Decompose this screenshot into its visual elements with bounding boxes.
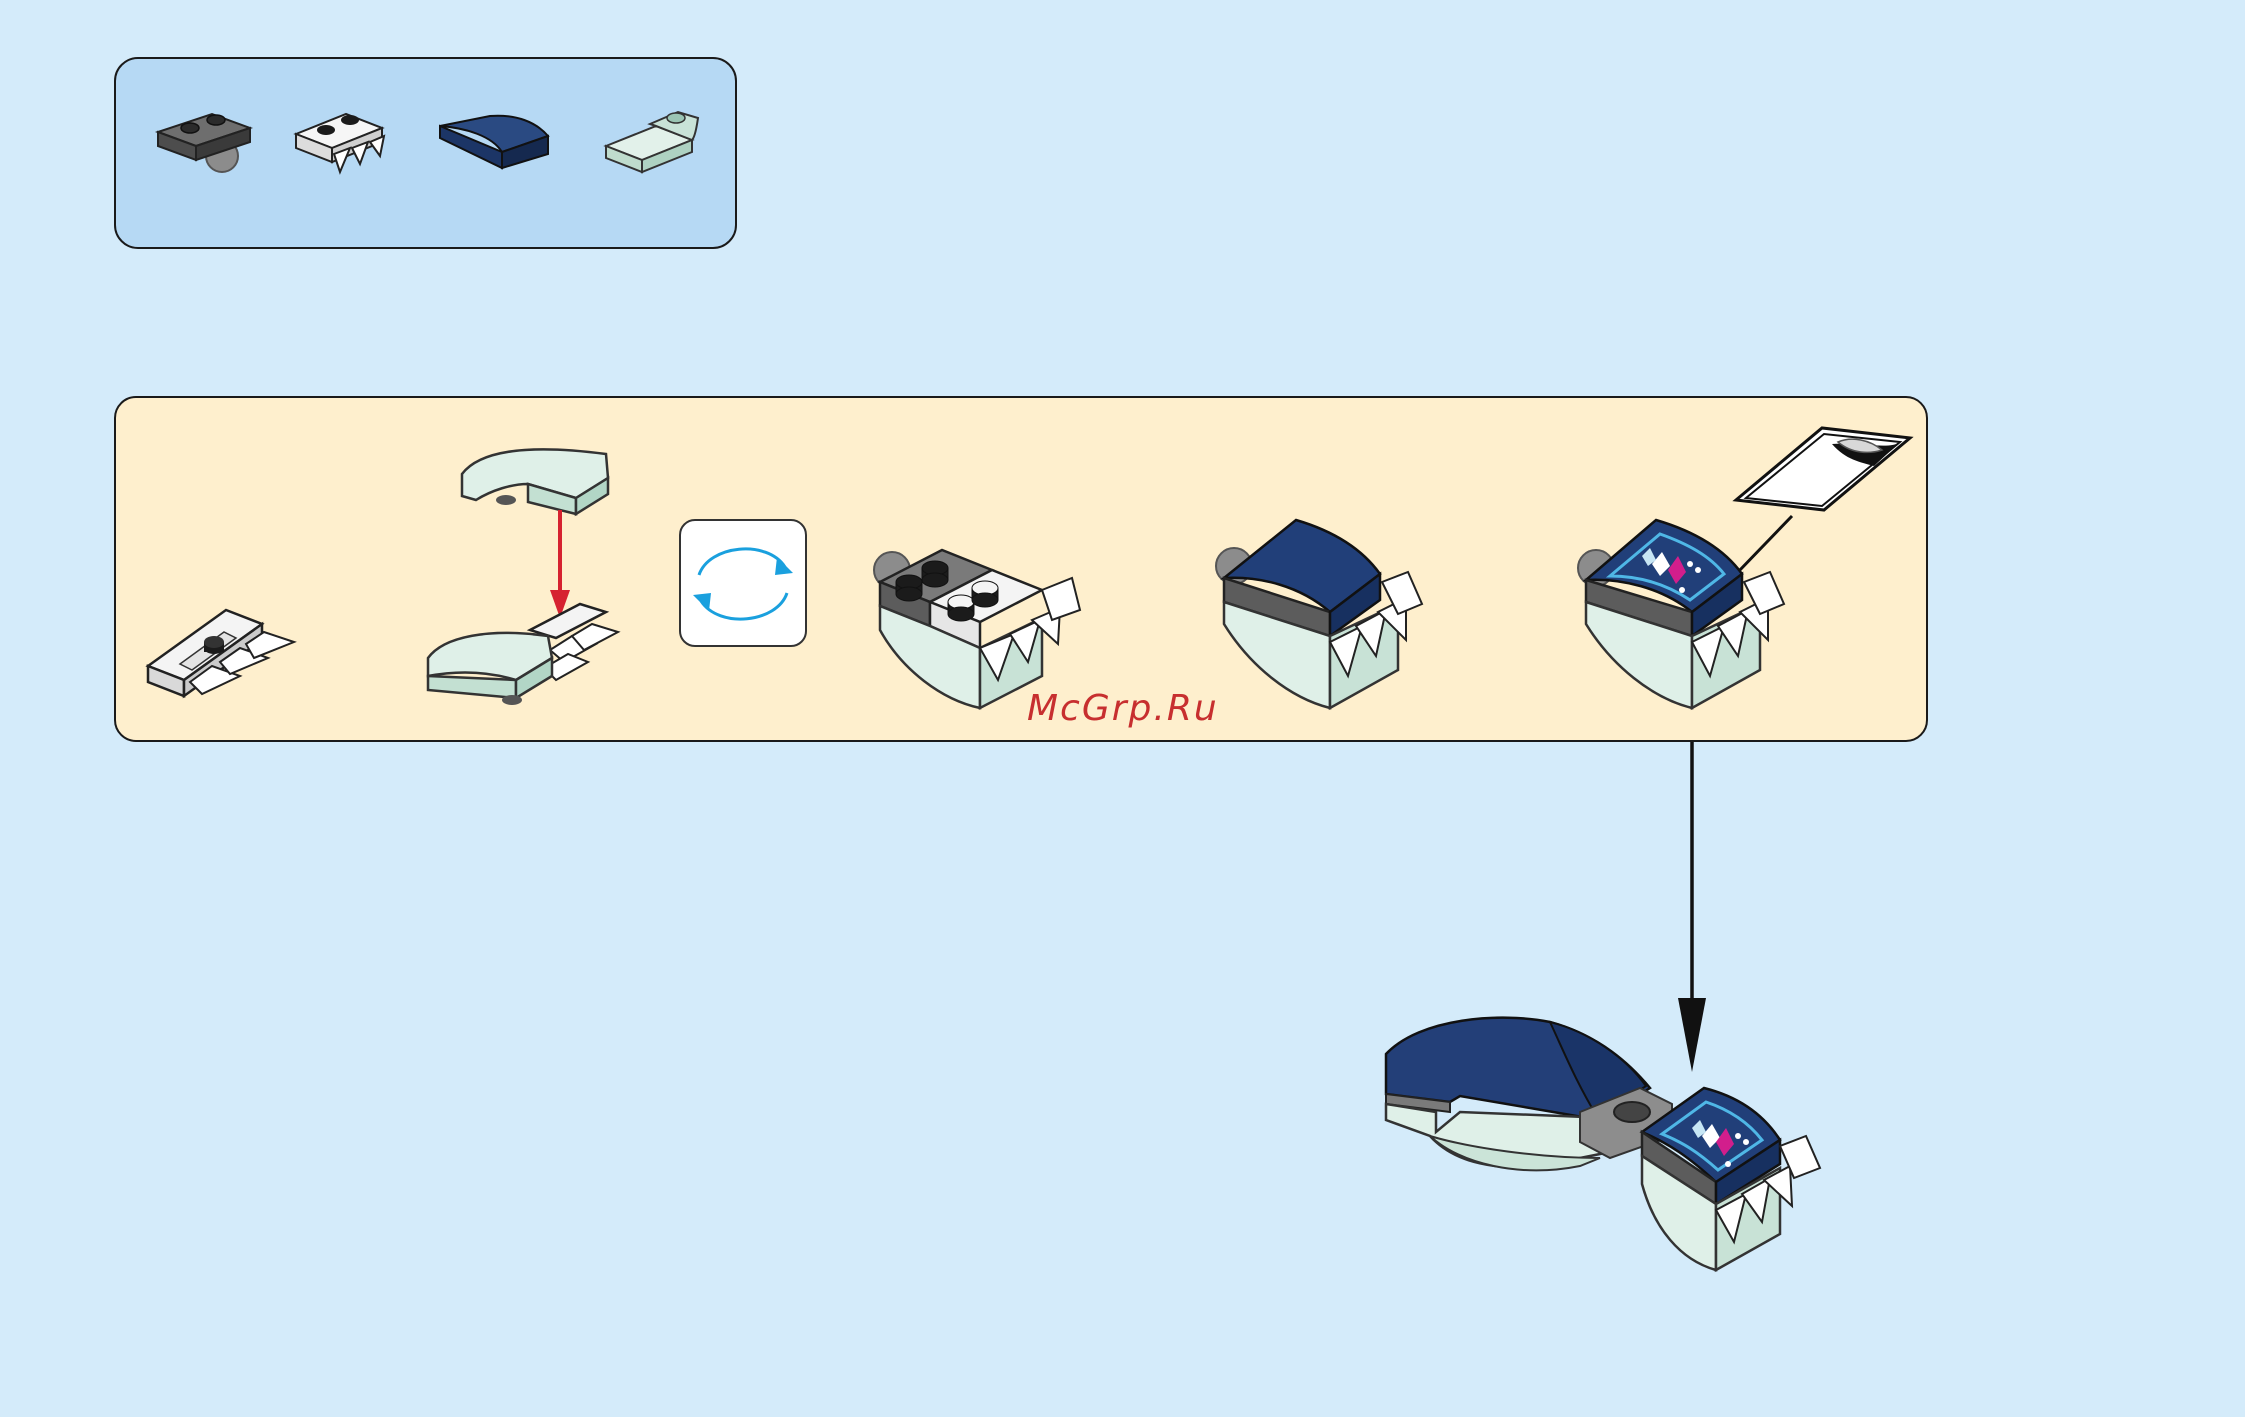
step4-blue-slope-added bbox=[1210, 516, 1440, 716]
step2-attach-sand-green-slope bbox=[420, 440, 640, 720]
step1-white-teeth-plate bbox=[140, 596, 310, 716]
rotate-model-icon bbox=[681, 521, 805, 645]
step5-sticker-applied bbox=[1570, 420, 1930, 720]
part-gray-plate-with-ball bbox=[150, 100, 260, 180]
part-dark-blue-curved-slope bbox=[436, 112, 561, 182]
part-sand-green-inverted-slope bbox=[600, 98, 705, 180]
watermark-text: McGrp.Ru bbox=[1027, 688, 1219, 729]
sticker-icon bbox=[1736, 428, 1910, 510]
rotate-model-box bbox=[679, 519, 807, 647]
part-white-plate-with-teeth bbox=[290, 98, 400, 180]
final-assembled-model bbox=[1380, 1008, 1840, 1278]
